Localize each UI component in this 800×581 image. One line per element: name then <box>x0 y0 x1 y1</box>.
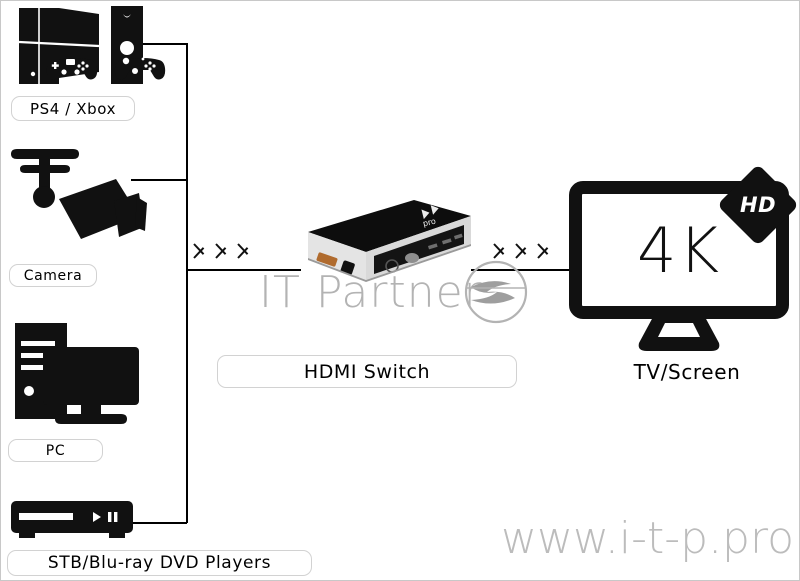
brand-watermark: IT Partner <box>259 267 483 318</box>
label-tv-screen-text: TV/Screen <box>633 360 741 384</box>
label-pc: PC <box>8 439 103 462</box>
svg-text:pro: pro <box>422 216 437 228</box>
connector-bus-to-switch <box>186 269 301 271</box>
connector-switch-to-tv <box>471 269 581 271</box>
label-ps4-xbox: PS4 / Xbox <box>11 96 135 121</box>
connector-branch-camera <box>131 179 187 181</box>
tv-screen-label: 4K <box>569 181 789 319</box>
label-ps4-xbox-text: PS4 / Xbox <box>29 99 117 118</box>
desktop-computer-icon <box>11 319 151 429</box>
game-console-icon <box>11 6 171 91</box>
label-hdmi-switch: HDMI Switch <box>217 355 517 388</box>
chevron-right-icon <box>216 237 229 263</box>
label-camera: Camera <box>9 264 97 287</box>
url-watermark-text: www.i-t-p.pro <box>501 513 795 564</box>
connector-branch-ps4-xbox <box>129 43 187 45</box>
chevron-right-icon <box>238 237 251 263</box>
hdmi-switch-device-icon: pro <box>266 194 476 292</box>
label-stb-text: STB/Blu-ray DVD Players <box>47 553 272 573</box>
tv-screen-text: 4K <box>636 213 722 287</box>
brand-watermark-text: IT Partner <box>259 267 483 318</box>
it-partner-swirl-logo <box>463 259 529 325</box>
label-stb: STB/Blu-ray DVD Players <box>7 550 312 576</box>
url-watermark: www.i-t-p.pro <box>501 513 794 564</box>
chevron-right-icon <box>194 237 207 263</box>
connector-trunk-vertical <box>186 43 188 523</box>
hd-badge-text: HD <box>739 192 777 217</box>
chevron-right-icon <box>538 237 551 263</box>
label-camera-text: Camera <box>23 267 83 284</box>
cctv-camera-icon <box>11 141 151 251</box>
label-tv-screen: TV/Screen <box>601 358 773 386</box>
sources-to-switch-arrows <box>194 237 251 263</box>
label-pc-text: PC <box>45 442 66 459</box>
set-top-box-icon <box>9 499 139 545</box>
connector-branch-stb <box>131 522 187 524</box>
label-hdmi-switch-text: HDMI Switch <box>303 360 431 383</box>
